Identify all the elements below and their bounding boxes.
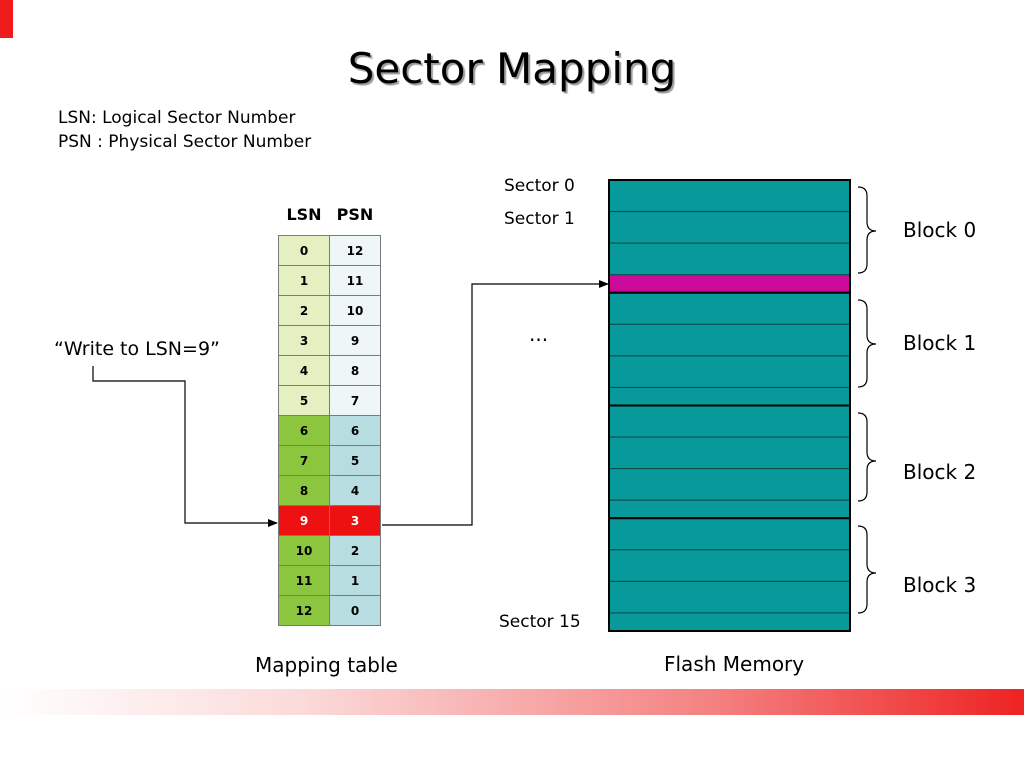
flash-sector bbox=[608, 612, 851, 632]
lsn-cell: 9 bbox=[278, 505, 330, 536]
flash-sector bbox=[608, 580, 851, 614]
flash-memory-caption: Flash Memory bbox=[664, 652, 805, 676]
psn-cell: 4 bbox=[329, 475, 381, 506]
flash-sector bbox=[608, 355, 851, 388]
flash-sector bbox=[608, 499, 851, 519]
psn-cell: 8 bbox=[329, 355, 381, 386]
flash-sector bbox=[608, 179, 851, 213]
block-3-label: Block 3 bbox=[903, 573, 977, 597]
mapping-table-caption: Mapping table bbox=[255, 653, 398, 677]
sector-15-label: Sector 15 bbox=[499, 612, 581, 632]
sector-1-label: Sector 1 bbox=[504, 209, 575, 229]
lsn-header: LSN bbox=[286, 205, 322, 224]
flash-sector bbox=[608, 242, 851, 276]
lsn-cell: 1 bbox=[278, 265, 330, 296]
definition-psn: PSN : Physical Sector Number bbox=[58, 132, 312, 152]
write-request-label: “Write to LSN=9” bbox=[54, 338, 220, 360]
lsn-cell: 7 bbox=[278, 445, 330, 476]
block-0-label: Block 0 bbox=[903, 218, 977, 242]
mapping-arrow bbox=[382, 280, 609, 526]
psn-cell: 11 bbox=[329, 265, 381, 296]
flash-sector bbox=[608, 211, 851, 244]
psn-cell: 1 bbox=[329, 565, 381, 596]
flash-memory bbox=[608, 179, 851, 632]
lsn-cell: 12 bbox=[278, 595, 330, 626]
lsn-cell: 6 bbox=[278, 415, 330, 446]
lsn-cell: 11 bbox=[278, 565, 330, 596]
corner-accent-bar bbox=[0, 0, 13, 38]
sector-0-label: Sector 0 bbox=[504, 176, 575, 196]
psn-cell: 3 bbox=[329, 505, 381, 536]
definition-lsn: LSN: Logical Sector Number bbox=[58, 108, 296, 128]
lsn-cell: 10 bbox=[278, 535, 330, 566]
lsn-cell: 5 bbox=[278, 385, 330, 416]
psn-cell: 2 bbox=[329, 535, 381, 566]
block-2-brace bbox=[857, 412, 877, 502]
flash-sector bbox=[608, 323, 851, 357]
flash-sector bbox=[608, 386, 851, 406]
lsn-cell: 0 bbox=[278, 235, 330, 266]
flash-sector bbox=[608, 517, 851, 551]
flash-sector bbox=[608, 292, 851, 325]
lsn-cell: 4 bbox=[278, 355, 330, 386]
flash-sector bbox=[608, 468, 851, 501]
psn-cell: 6 bbox=[329, 415, 381, 446]
block-0-brace bbox=[857, 186, 877, 274]
lsn-cell: 8 bbox=[278, 475, 330, 506]
lsn-cell: 3 bbox=[278, 325, 330, 356]
flash-sector bbox=[608, 549, 851, 582]
slide-title: Sector Mapping bbox=[347, 44, 677, 93]
ellipsis-label: ... bbox=[529, 322, 549, 346]
psn-header: PSN bbox=[336, 205, 374, 224]
psn-cell: 7 bbox=[329, 385, 381, 416]
footer-gradient-band bbox=[0, 689, 1024, 715]
psn-cell: 0 bbox=[329, 595, 381, 626]
psn-cell: 9 bbox=[329, 325, 381, 356]
block-2-label: Block 2 bbox=[903, 460, 977, 484]
request-arrow bbox=[92, 366, 278, 527]
psn-cell: 5 bbox=[329, 445, 381, 476]
flash-sector bbox=[608, 436, 851, 470]
flash-sector bbox=[608, 405, 851, 438]
lsn-cell: 2 bbox=[278, 295, 330, 326]
block-1-label: Block 1 bbox=[903, 331, 977, 355]
block-3-brace bbox=[857, 525, 877, 614]
block-1-brace bbox=[857, 299, 877, 388]
flash-block bbox=[608, 517, 851, 632]
flash-sector bbox=[608, 274, 851, 294]
